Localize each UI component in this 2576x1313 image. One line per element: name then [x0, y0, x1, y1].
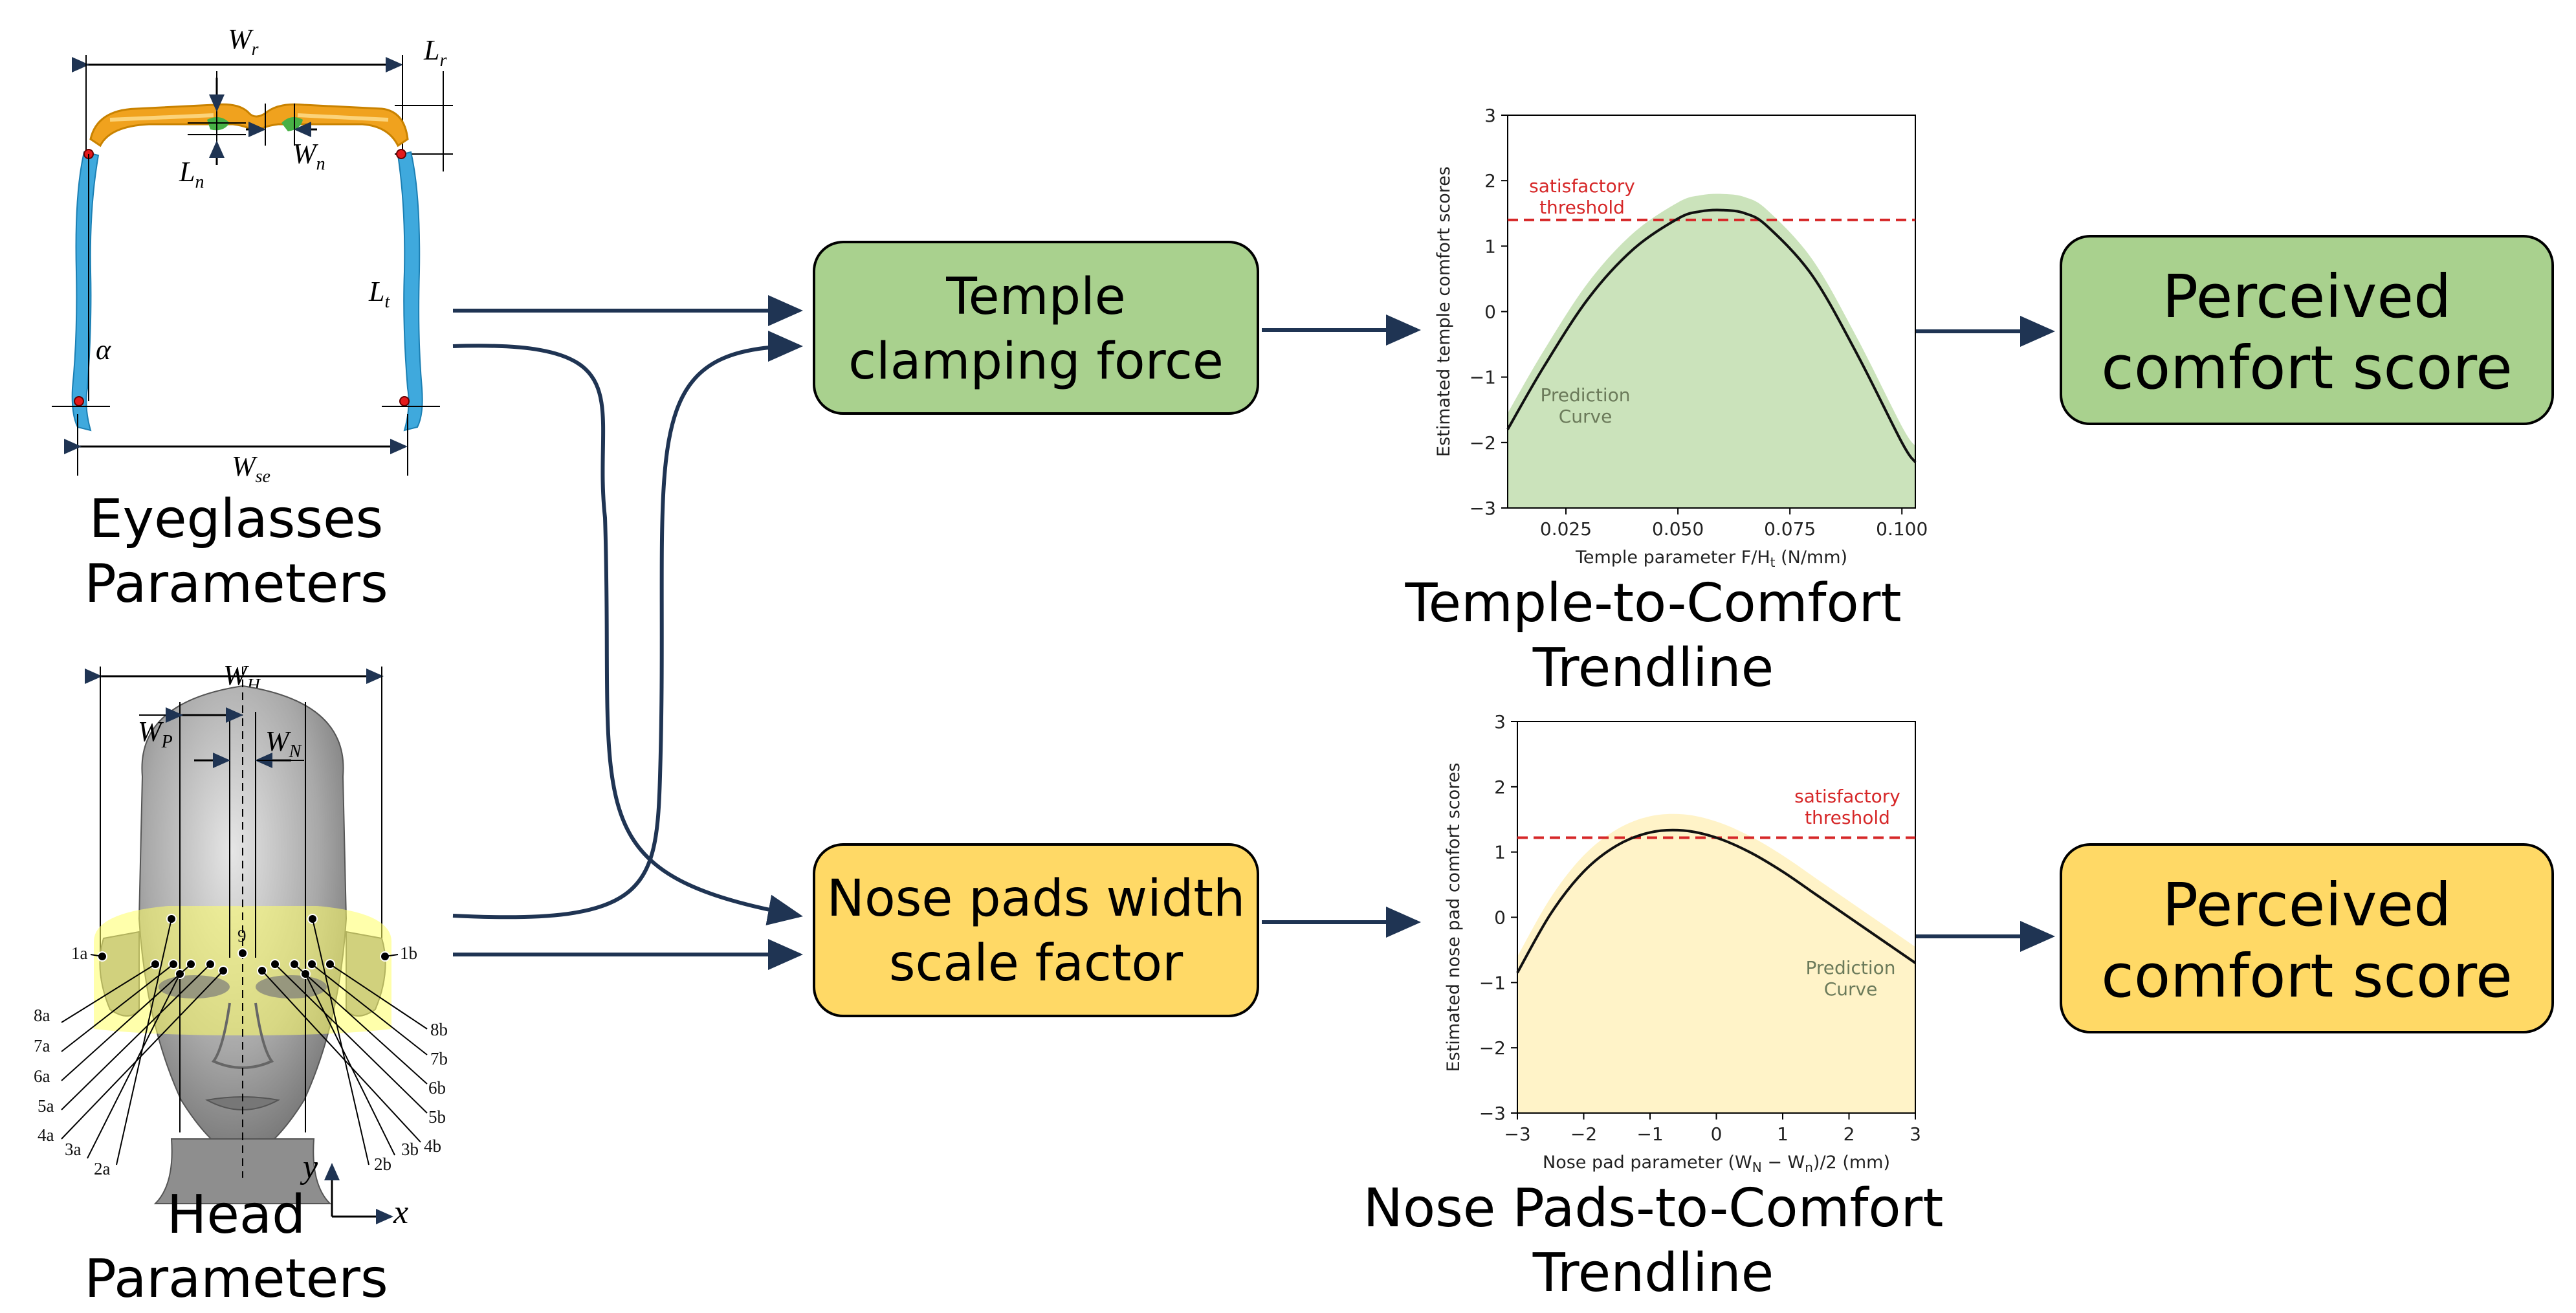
- x-tick-label: 2: [1844, 1123, 1855, 1145]
- y-tick-label: −3: [1470, 498, 1496, 519]
- y-tick-label: −2: [1479, 1037, 1506, 1059]
- wn-head-label: WN: [265, 725, 302, 762]
- threshold-label: satisfactory: [1794, 786, 1900, 807]
- curve-label: Prediction: [1540, 384, 1630, 406]
- landmark-4a: 4a: [38, 1125, 54, 1145]
- eyeglasses-to-nose-arrow: [452, 344, 803, 925]
- wh-label: WH: [223, 659, 261, 696]
- y-tick-label: 2: [1484, 170, 1496, 192]
- y-tick-label: 3: [1484, 105, 1496, 126]
- wr-label: Wr: [228, 23, 259, 60]
- nose-box-line1: Nose pads width: [827, 870, 1246, 928]
- head-caption-line2: Parameters: [84, 1248, 388, 1310]
- x-tick-label: 0.025: [1540, 518, 1592, 540]
- eyeglasses-caption-line2: Parameters: [84, 553, 388, 615]
- temple-comfort-chart: 0.025 0.050 0.075 0.100 −3 −2 −1 0 1 2 3 satisfacto…: [1434, 105, 1928, 570]
- wse-label: Wse: [232, 450, 270, 487]
- head-to-temple-arrow: [452, 331, 803, 920]
- perceived-box-1-line1: Perceived: [2163, 262, 2452, 331]
- landmark-6b: 6b: [428, 1078, 446, 1098]
- x-tick-label: −2: [1570, 1123, 1597, 1145]
- landmark-8a: 8a: [34, 1006, 50, 1025]
- wp-label: WP: [138, 716, 173, 752]
- perceived-box-2-line2: comfort score: [2101, 942, 2513, 1011]
- connectors: [452, 295, 2055, 970]
- x-axis-title: Temple parameter F/Ht (N/mm): [1575, 547, 1847, 570]
- x-tick-label: 3: [1910, 1123, 1921, 1145]
- nose-box: Nose pads width scale factor: [813, 843, 1259, 1017]
- lt-label: Lt: [368, 276, 390, 312]
- y-tick-label: 0: [1494, 907, 1506, 929]
- curve-label: Curve: [1559, 406, 1613, 427]
- ln-label: Ln: [179, 156, 204, 192]
- perceived-box-1-line2: comfort score: [2101, 333, 2513, 403]
- landmark-2a: 2a: [94, 1159, 111, 1178]
- y-axis-label: y: [300, 1149, 318, 1186]
- landmark-7b: 7b: [430, 1049, 448, 1068]
- perceived-comfort-box-2: Perceived comfort score: [2060, 843, 2554, 1033]
- x-tick-label: 0.100: [1876, 518, 1928, 540]
- x-tick-label: 0: [1711, 1123, 1723, 1145]
- y-tick-label: −1: [1470, 367, 1496, 388]
- y-tick-label: 2: [1494, 777, 1506, 798]
- y-axis-title: Estimated nose pad comfort scores: [1444, 763, 1464, 1072]
- perceived-comfort-box-1: Perceived comfort score: [2060, 235, 2554, 425]
- threshold-label: threshold: [1805, 807, 1890, 828]
- x-axis-label: x: [393, 1194, 408, 1231]
- landmark-2b: 2b: [374, 1154, 391, 1174]
- x-tick-label: 0.075: [1764, 518, 1816, 540]
- chart1-caption-line1: Temple-to-Comfort: [1405, 573, 1902, 634]
- landmark-1b: 1b: [400, 943, 417, 963]
- chart1-caption-line2: Trendline: [1532, 637, 1774, 699]
- wn-label: Wn: [292, 138, 325, 174]
- curve-label: Prediction: [1805, 957, 1895, 978]
- y-tick-label: −2: [1470, 432, 1496, 454]
- x-tick-label: 1: [1777, 1123, 1789, 1145]
- head-caption-line1: Head: [167, 1184, 305, 1246]
- chart2-caption-line2: Trendline: [1532, 1242, 1774, 1304]
- x-axis-title: Nose pad parameter (WN − Wn)/2 (mm): [1543, 1153, 1890, 1175]
- landmark-8b: 8b: [430, 1020, 448, 1039]
- nose-comfort-chart: −3 −2 −1 0 1 2 3 −3 −2 −1 0 1 2 3 satisfactorythreshol…: [1444, 711, 1921, 1175]
- temple-box-line2: clamping force: [848, 333, 1224, 391]
- curve-label: Curve: [1824, 978, 1878, 1000]
- head-figure: WH WP WN: [34, 659, 448, 1310]
- y-axis-title: Estimated temple comfort scores: [1434, 166, 1454, 457]
- perceived-box-2-line1: Perceived: [2163, 870, 2452, 940]
- eyeglasses-figure: Wr Lr Ln Wn α Lt Ws: [52, 23, 453, 615]
- y-tick-label: 1: [1494, 842, 1506, 863]
- landmark-9: 9: [237, 926, 247, 945]
- prediction-curve: [1516, 828, 1917, 974]
- y-tick-label: 3: [1494, 711, 1506, 733]
- threshold-label: threshold: [1539, 197, 1625, 218]
- y-tick-label: −3: [1479, 1103, 1506, 1124]
- landmark-4b: 4b: [424, 1136, 441, 1156]
- lr-label: Lr: [423, 34, 446, 71]
- temple-box-line1: Temple: [945, 268, 1126, 326]
- y-tick-label: 0: [1484, 302, 1496, 323]
- prediction-curve: [1506, 208, 1917, 463]
- landmark-5a: 5a: [38, 1096, 54, 1116]
- y-tick-label: −1: [1479, 972, 1506, 993]
- nose-box-line2: scale factor: [889, 934, 1183, 993]
- x-tick-label: −3: [1504, 1123, 1530, 1145]
- landmark-7a: 7a: [34, 1036, 50, 1055]
- x-tick-label: −1: [1636, 1123, 1663, 1145]
- landmark-3a: 3a: [65, 1140, 82, 1159]
- y-tick-label: 1: [1484, 236, 1496, 257]
- x-tick-label: 0.050: [1652, 518, 1704, 540]
- threshold-label: satisfactory: [1529, 175, 1635, 197]
- temple-box: Temple clamping force: [813, 241, 1259, 415]
- alpha-label: α: [96, 334, 111, 366]
- density-area: [1517, 813, 1915, 1113]
- landmark-6a: 6a: [34, 1066, 50, 1086]
- landmark-5b: 5b: [428, 1107, 446, 1127]
- landmark-1a: 1a: [71, 943, 88, 963]
- landmark-3b: 3b: [401, 1140, 419, 1159]
- chart2-caption-line1: Nose Pads-to-Comfort: [1363, 1178, 1944, 1239]
- eyeglasses-caption-line1: Eyeglasses: [89, 489, 383, 550]
